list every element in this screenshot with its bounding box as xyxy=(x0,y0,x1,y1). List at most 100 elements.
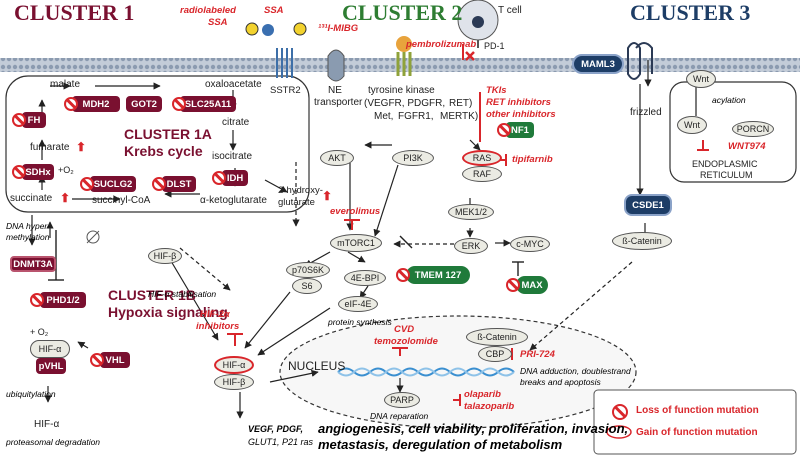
mdh2-gene: MDH2 xyxy=(72,96,120,112)
parp-node: PARP xyxy=(384,392,420,408)
loss-of-function-icon xyxy=(12,113,26,127)
wnt-er-node: Wnt xyxy=(677,116,707,134)
wnt974-label: WNT974 xyxy=(728,141,766,152)
tk-met-label: Met, xyxy=(374,111,394,122)
citrate-label: citrate xyxy=(222,117,250,128)
pi3k-node: PI3K xyxy=(392,150,434,166)
loss-of-function-icon xyxy=(396,268,410,282)
dna-repair-label: DNA reparation xyxy=(370,411,429,421)
tk-ret-label: RET) xyxy=(449,98,473,109)
target-genes-label-2: GLUT1, P21 ras xyxy=(248,437,314,447)
raf-node: RAF xyxy=(462,166,502,182)
pvhl-protein: pVHL xyxy=(36,358,66,374)
radiolabeled-ssa-label-2: SSA xyxy=(208,17,228,28)
frizzled-label: frizzled xyxy=(630,107,662,118)
radiation-icon xyxy=(245,22,259,36)
hif-alpha-nucleus-node: HIF-α xyxy=(214,356,254,374)
legend-gain-label: Gain of function mutation xyxy=(636,427,758,438)
b-catenin-cytoplasm-node: ß-Catenin xyxy=(612,232,672,250)
akg-label: α-ketoglutarate xyxy=(200,195,267,206)
nucleus-title: NUCLEUS xyxy=(288,359,346,373)
b-catenin-nucleus-node: ß-Catenin xyxy=(466,328,528,346)
max-gene: MAX xyxy=(516,276,548,294)
csde1-gene: CSDE1 xyxy=(624,194,672,216)
got2-gene: GOT2 xyxy=(126,96,162,112)
succinate-label: succinate xyxy=(10,193,53,204)
akt-node: AKT xyxy=(320,150,354,166)
tmem127-gene: TMEM 127 xyxy=(406,266,470,284)
tk-fgfr1-label: FGFR1, xyxy=(398,111,434,122)
succinate-increase-arrow: ⬆ xyxy=(60,191,71,205)
suclg2-gene: SUCLG2 xyxy=(90,176,136,192)
slc25a11-gene: SLC25A11 xyxy=(180,96,236,112)
sstr2-label: SSTR2 xyxy=(270,85,301,96)
ne-transporter-label-2: transporter xyxy=(314,97,363,108)
mtorc1-node: mTORC1 xyxy=(330,234,382,252)
oxaloacetate-label: oxaloacetate xyxy=(205,79,262,90)
vhl-gene: VHL xyxy=(100,352,130,368)
tipifarnib-label: tipifarnib xyxy=(512,154,553,165)
mek12-node: MEK1/2 xyxy=(448,204,494,220)
pembrolizumab-label: pembrolizumab xyxy=(406,39,477,50)
nf1-gene: NF1 xyxy=(506,122,534,138)
porcn-node: PORCN xyxy=(732,121,774,137)
everolimus-label: everolimus xyxy=(330,206,381,217)
acylation-label: acylation xyxy=(712,95,746,105)
cmyc-node: c-MYC xyxy=(510,236,550,252)
loss-of-function-icon xyxy=(12,165,26,179)
tk-mertk-label: MERTK) xyxy=(440,111,479,122)
mibg-label: ¹³¹I-MIBG xyxy=(318,23,359,34)
cvd-label: CVD xyxy=(394,324,415,335)
idh-gene: IDH xyxy=(222,170,248,186)
malate-label: malate xyxy=(50,79,81,90)
hydroxyglutarate-label-2: glutarate xyxy=(278,197,315,208)
dna-helix xyxy=(337,367,515,377)
loss-of-function-icon xyxy=(64,97,78,111)
hif-beta-cytoplasm: HIF-β xyxy=(148,248,182,264)
legend-loss-icon xyxy=(612,404,628,420)
tyrosine-kinase-label: tyrosine kinase xyxy=(368,85,435,96)
isocitrate-label: isocitrate xyxy=(212,151,253,162)
cluster-1b-title: CLUSTER 1B xyxy=(108,287,196,303)
cbp-node: CBP xyxy=(478,346,512,362)
pri724-label: PRI-724 xyxy=(520,349,555,360)
ne-transporter xyxy=(327,49,345,82)
s6-node: S6 xyxy=(292,278,322,294)
tyrosine-kinase-receptor xyxy=(396,36,412,76)
ubiquitylation-label: ubiquitylation xyxy=(6,389,56,399)
eif4e-node: eIF-4E xyxy=(338,296,378,312)
legend-loss-label: Loss of function mutation xyxy=(636,405,759,416)
tyrosine-kinase-list-1: (VEGFR, PDGFR, xyxy=(364,98,446,109)
hif2-inhibitors-label-2: inhibitors xyxy=(196,321,240,332)
hypoxia-o2-label: + O₂ xyxy=(30,327,49,337)
loss-of-function-icon xyxy=(30,293,44,307)
loss-of-function-icon xyxy=(212,171,226,185)
other-inhibitors-label: other inhibitors xyxy=(486,109,556,120)
hydroxyglutarate-label-1: 2-hydroxy- xyxy=(278,185,323,196)
hif-stabilisation-label: HIF-α stabilisation xyxy=(148,289,217,299)
cluster-1a-subtitle: Krebs cycle xyxy=(124,143,203,159)
loss-of-function-icon xyxy=(497,123,511,137)
temozolomide-label: temozolomide xyxy=(374,336,438,347)
cell-membrane xyxy=(0,58,800,72)
tkis-label: TKIs xyxy=(486,85,507,96)
hif-alpha-degraded-label: HIF-α xyxy=(34,419,60,430)
hif-alpha-node: HIF-α xyxy=(30,340,70,358)
cluster-2-title: CLUSTER 2 xyxy=(342,0,463,25)
wnt-top-node: Wnt xyxy=(686,70,716,88)
t-cell-label: T cell xyxy=(498,5,522,16)
loss-of-function-icon xyxy=(152,177,166,191)
cluster-1-title: CLUSTER 1 xyxy=(14,0,135,25)
erk-node: ERK xyxy=(454,238,488,254)
radiation-icon-2 xyxy=(293,22,307,36)
dna-hyper-label-2: methylation xyxy=(6,232,50,242)
krebs-o2-label: +O₂ xyxy=(58,165,74,175)
dnmt3a-gene: DNMT3A xyxy=(10,256,56,272)
loss-of-function-icon xyxy=(172,97,186,111)
t-cell xyxy=(457,0,499,48)
proteasomal-degradation-label: proteasomal degradation xyxy=(6,437,101,447)
dna-adduct-label-1: DNA adduction, doublestrand xyxy=(520,366,631,376)
er-label-1: ENDOPLASMIC xyxy=(692,159,758,169)
